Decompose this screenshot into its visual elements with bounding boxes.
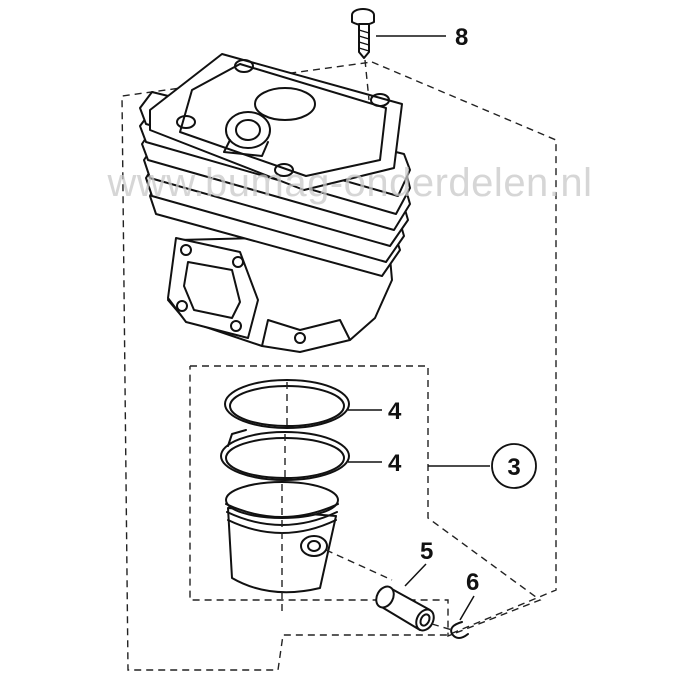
- piston-ring-lower: [220, 429, 350, 481]
- callout-3: 3: [507, 454, 520, 481]
- callout-3-circle: [491, 443, 537, 489]
- screw: [351, 8, 375, 101]
- circlip: [450, 621, 469, 639]
- callout-5: 5: [420, 538, 433, 565]
- cylinder: [139, 53, 411, 353]
- callout-4-upper: 4: [388, 398, 402, 425]
- callout-4-lower: 4: [388, 450, 402, 477]
- piston-pin: [375, 585, 453, 632]
- callout-8: 8: [455, 24, 468, 51]
- leader-5: [404, 563, 427, 587]
- piston-ring-upper: [224, 379, 350, 430]
- assembly-boundary: [121, 61, 557, 671]
- callout-6: 6: [466, 569, 479, 596]
- piston: [225, 481, 393, 612]
- watermark-text: www.bumag-onderdelen.nl: [106, 161, 592, 205]
- piston-kit-boundary: [189, 365, 542, 638]
- leader-6: [459, 595, 475, 621]
